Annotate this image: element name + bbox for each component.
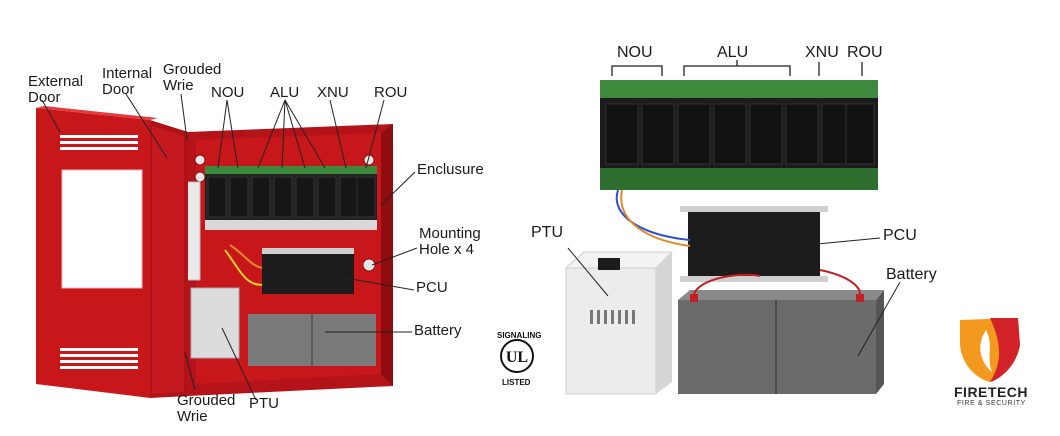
left-nou-label: NOU <box>211 84 245 101</box>
mounting-hole-icon <box>194 171 206 183</box>
ul-listed-label: LISTED <box>502 378 531 387</box>
firetech-flame-icon <box>960 318 1020 382</box>
left-leader-lines <box>41 93 418 401</box>
left-rou-label: ROU <box>374 84 408 101</box>
left-pcu-label: PCU <box>416 279 448 296</box>
internal-door-label: Internal Door <box>102 65 153 98</box>
right-alu-label: ALU <box>717 44 749 61</box>
mounting-hole-icon <box>194 154 206 166</box>
left-battery-label: Battery <box>414 322 462 339</box>
grounded-wire-top-label: Grouded Wrie <box>163 61 222 94</box>
left-xnu-label: XNU <box>317 84 349 101</box>
enclosure-illustration <box>36 106 393 398</box>
grounded-wire-bottom-label: Grouded Wrie <box>177 392 236 425</box>
enclosure-label: Enclusure <box>417 161 484 178</box>
left-alu-label: ALU <box>270 84 300 101</box>
brand-tagline: FIRE & SECURITY <box>957 400 1026 407</box>
right-nou-label: NOU <box>617 44 653 61</box>
left-ptu-unit <box>190 287 240 359</box>
left-module-rail <box>205 166 377 230</box>
right-rou-label: ROU <box>847 44 883 61</box>
svg-text:UL: UL <box>506 349 528 366</box>
right-pcu-unit <box>680 206 828 282</box>
enclosure-side <box>381 124 393 386</box>
right-brackets <box>611 60 863 76</box>
left-pcu-unit <box>262 252 354 294</box>
right-module-rail <box>600 80 878 190</box>
brand-name: FIRETECH <box>954 384 1028 400</box>
ul-listed-icon: UL <box>500 339 534 373</box>
door-window <box>61 169 143 289</box>
door-vents <box>60 135 138 369</box>
ul-signaling-label: SIGNALING <box>497 331 542 340</box>
right-battery <box>678 290 884 394</box>
right-battery-label: Battery <box>886 266 937 283</box>
mounting-hole-icon <box>362 258 376 272</box>
right-ptu-label: PTU <box>531 224 563 241</box>
external-door-label: External Door <box>28 73 84 106</box>
left-ptu-label: PTU <box>249 395 279 412</box>
right-leader-lines <box>567 237 901 357</box>
mounting-hole-label: Mounting Hole x 4 <box>419 225 481 258</box>
right-ptu-unit <box>564 251 674 395</box>
right-pcu-label: PCU <box>883 227 917 244</box>
right-xnu-label: XNU <box>805 44 839 61</box>
